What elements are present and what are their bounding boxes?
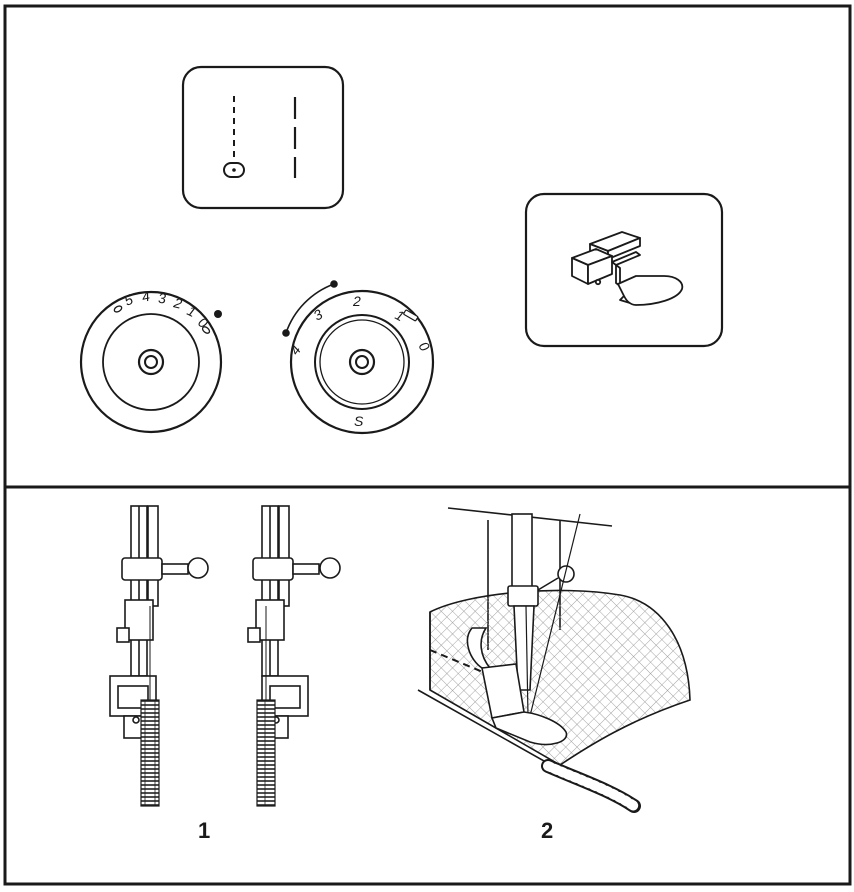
zipper-foot-position-left xyxy=(109,505,209,807)
cord xyxy=(543,761,639,811)
clamp-screw-knob xyxy=(319,557,341,579)
stitch-line xyxy=(429,649,491,676)
step-number-1: 1 xyxy=(198,818,210,843)
zipper-foot-box xyxy=(524,192,724,348)
indicator-dot xyxy=(214,310,222,318)
dial-inner-ring xyxy=(314,314,410,410)
length-number-3: 3 xyxy=(158,290,167,306)
zipper-teeth xyxy=(256,699,276,807)
zipper-teeth xyxy=(140,699,160,807)
zipper-foot-position-right xyxy=(247,505,341,807)
clamp-screw-knob xyxy=(187,557,209,579)
zipper-foot-icon xyxy=(571,231,684,306)
range-arc xyxy=(285,283,335,334)
outer-frame xyxy=(3,4,852,886)
length-number-4: 4 xyxy=(140,288,151,305)
width-label-s: S xyxy=(354,413,364,429)
width-number-2: 2 xyxy=(352,293,361,309)
thread xyxy=(529,513,581,717)
length-number-2: 2 xyxy=(171,294,184,312)
cording-illustration xyxy=(417,507,691,813)
step-number-2: 2 xyxy=(541,818,553,843)
clamp-screw-knob xyxy=(557,565,575,583)
dial-inner-ring xyxy=(102,313,200,411)
stitch-pattern-box xyxy=(181,65,345,210)
stitch-width-dial: 4 3 2 1 0 S xyxy=(282,280,435,435)
stitch-length-dial: 5 4 3 2 1 0 xyxy=(79,288,223,434)
